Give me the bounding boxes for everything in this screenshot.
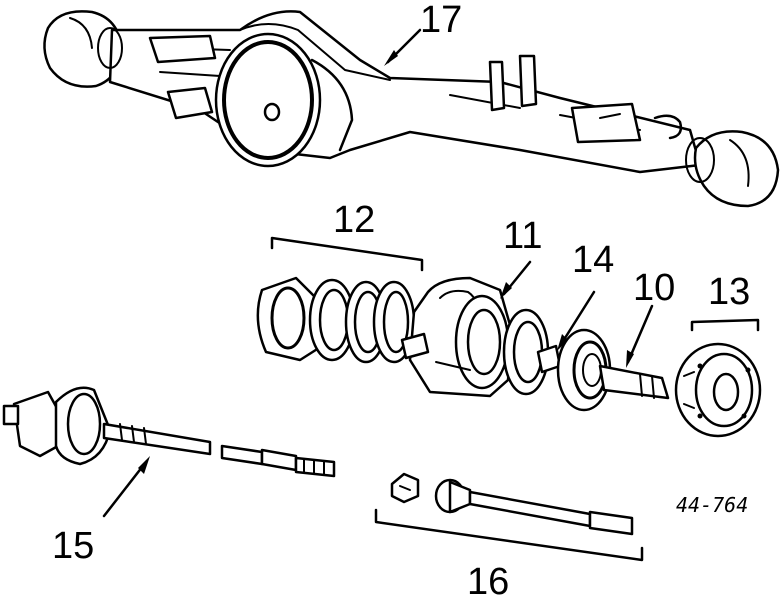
callout-11: 11	[503, 215, 542, 257]
bracket-13	[690, 318, 760, 332]
axle-shaft-assembly	[390, 472, 634, 536]
axle-housing	[43, 10, 780, 208]
callout-12: 12	[333, 199, 375, 241]
bracket-12	[270, 236, 424, 272]
companion-flange	[598, 364, 670, 400]
bracket-16	[374, 508, 644, 562]
callout-16: 16	[467, 561, 509, 600]
leader-17	[384, 28, 422, 66]
callout-13: 13	[708, 271, 750, 313]
callout-10: 10	[633, 267, 675, 309]
leader-11	[500, 260, 532, 299]
drive-flange	[674, 342, 762, 438]
differential-carrier	[400, 276, 550, 398]
callout-15: 15	[52, 525, 94, 567]
callout-17: 17	[420, 0, 462, 41]
figure-code: 44-764	[676, 493, 748, 517]
leader-10	[626, 304, 654, 368]
leader-14	[557, 290, 596, 351]
drive-pinion-shaft	[2, 386, 336, 478]
callout-14: 14	[572, 239, 614, 281]
leader-15	[102, 456, 150, 518]
shim-gasket-set	[256, 276, 416, 364]
pinion-oil-seal	[536, 328, 612, 412]
